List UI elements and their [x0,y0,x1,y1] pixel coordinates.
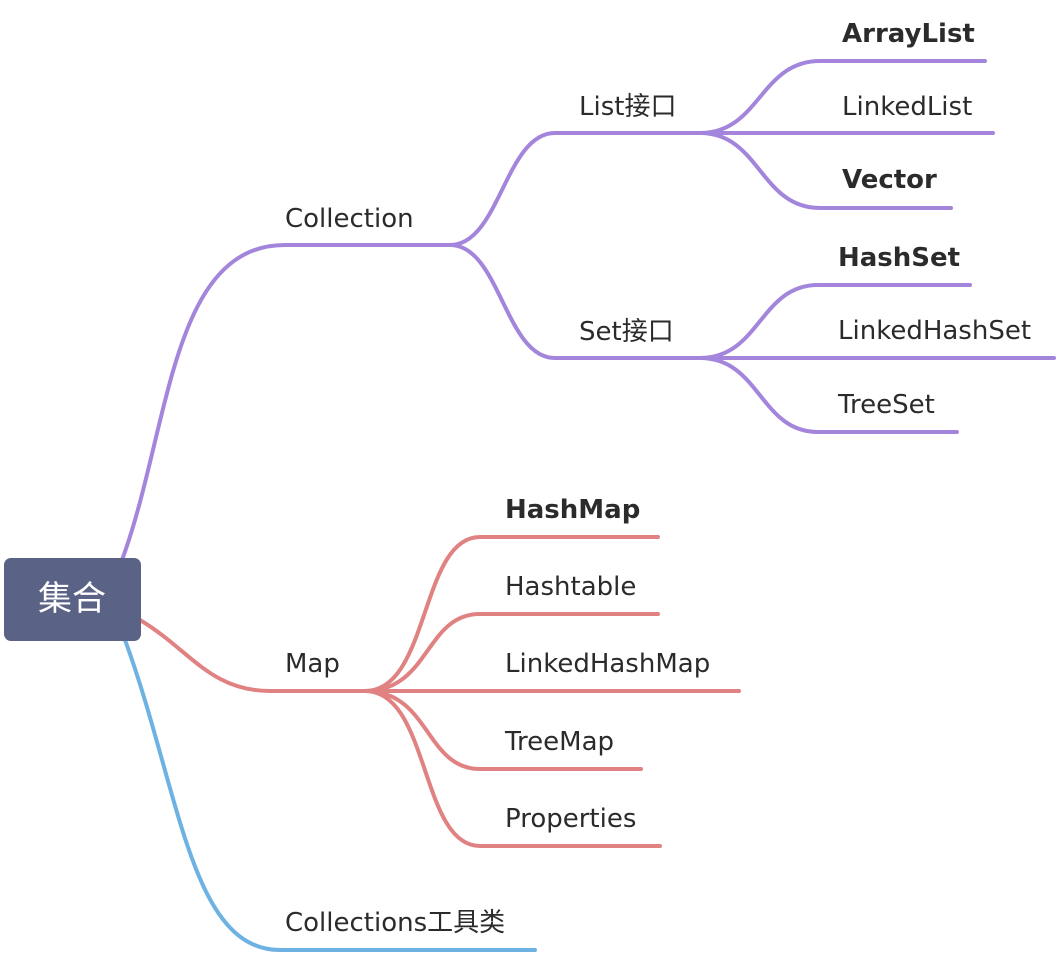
node-map: Map [285,649,340,679]
node-arraylist: ArrayList [842,19,975,49]
node-treeset: TreeSet [837,390,935,420]
node-linkedhashmap: LinkedHashMap [505,649,710,679]
connector-list-vector [698,131,953,210]
node-hashset: HashSet [838,243,960,273]
connector-map-hashtable [363,612,660,693]
node-linkedhashset: LinkedHashSet [838,316,1031,346]
connector-collection-set [448,243,702,360]
root-node: 集合 [4,558,141,641]
connector-map-properties [363,689,662,848]
node-hashmap: HashMap [505,495,640,525]
connector-map-treemap [363,689,643,771]
node-properties: Properties [505,804,636,834]
node-linkedlist: LinkedList [842,92,972,122]
connector-root-collection [120,243,452,562]
node-hashtable: Hashtable [505,572,636,602]
node-treemap: TreeMap [504,727,614,757]
connector-root-collections-util [123,638,537,952]
connector-set-hashset [698,283,972,360]
node-set-interface: Set接口 [579,317,674,347]
connector-root-map [138,618,367,693]
node-list-interface: List接口 [579,92,676,122]
connector-list-arraylist [698,59,987,135]
connector-set-treeset [698,356,959,434]
node-vector: Vector [842,165,937,195]
connector-collection-list [448,131,702,247]
connector-map-hashmap [363,535,660,693]
root-node-box [4,558,141,641]
connectors [120,59,1056,952]
node-collections-util: Collections工具类 [285,908,505,938]
root-node-label: 集合 [38,579,106,619]
node-collection: Collection [285,204,414,234]
